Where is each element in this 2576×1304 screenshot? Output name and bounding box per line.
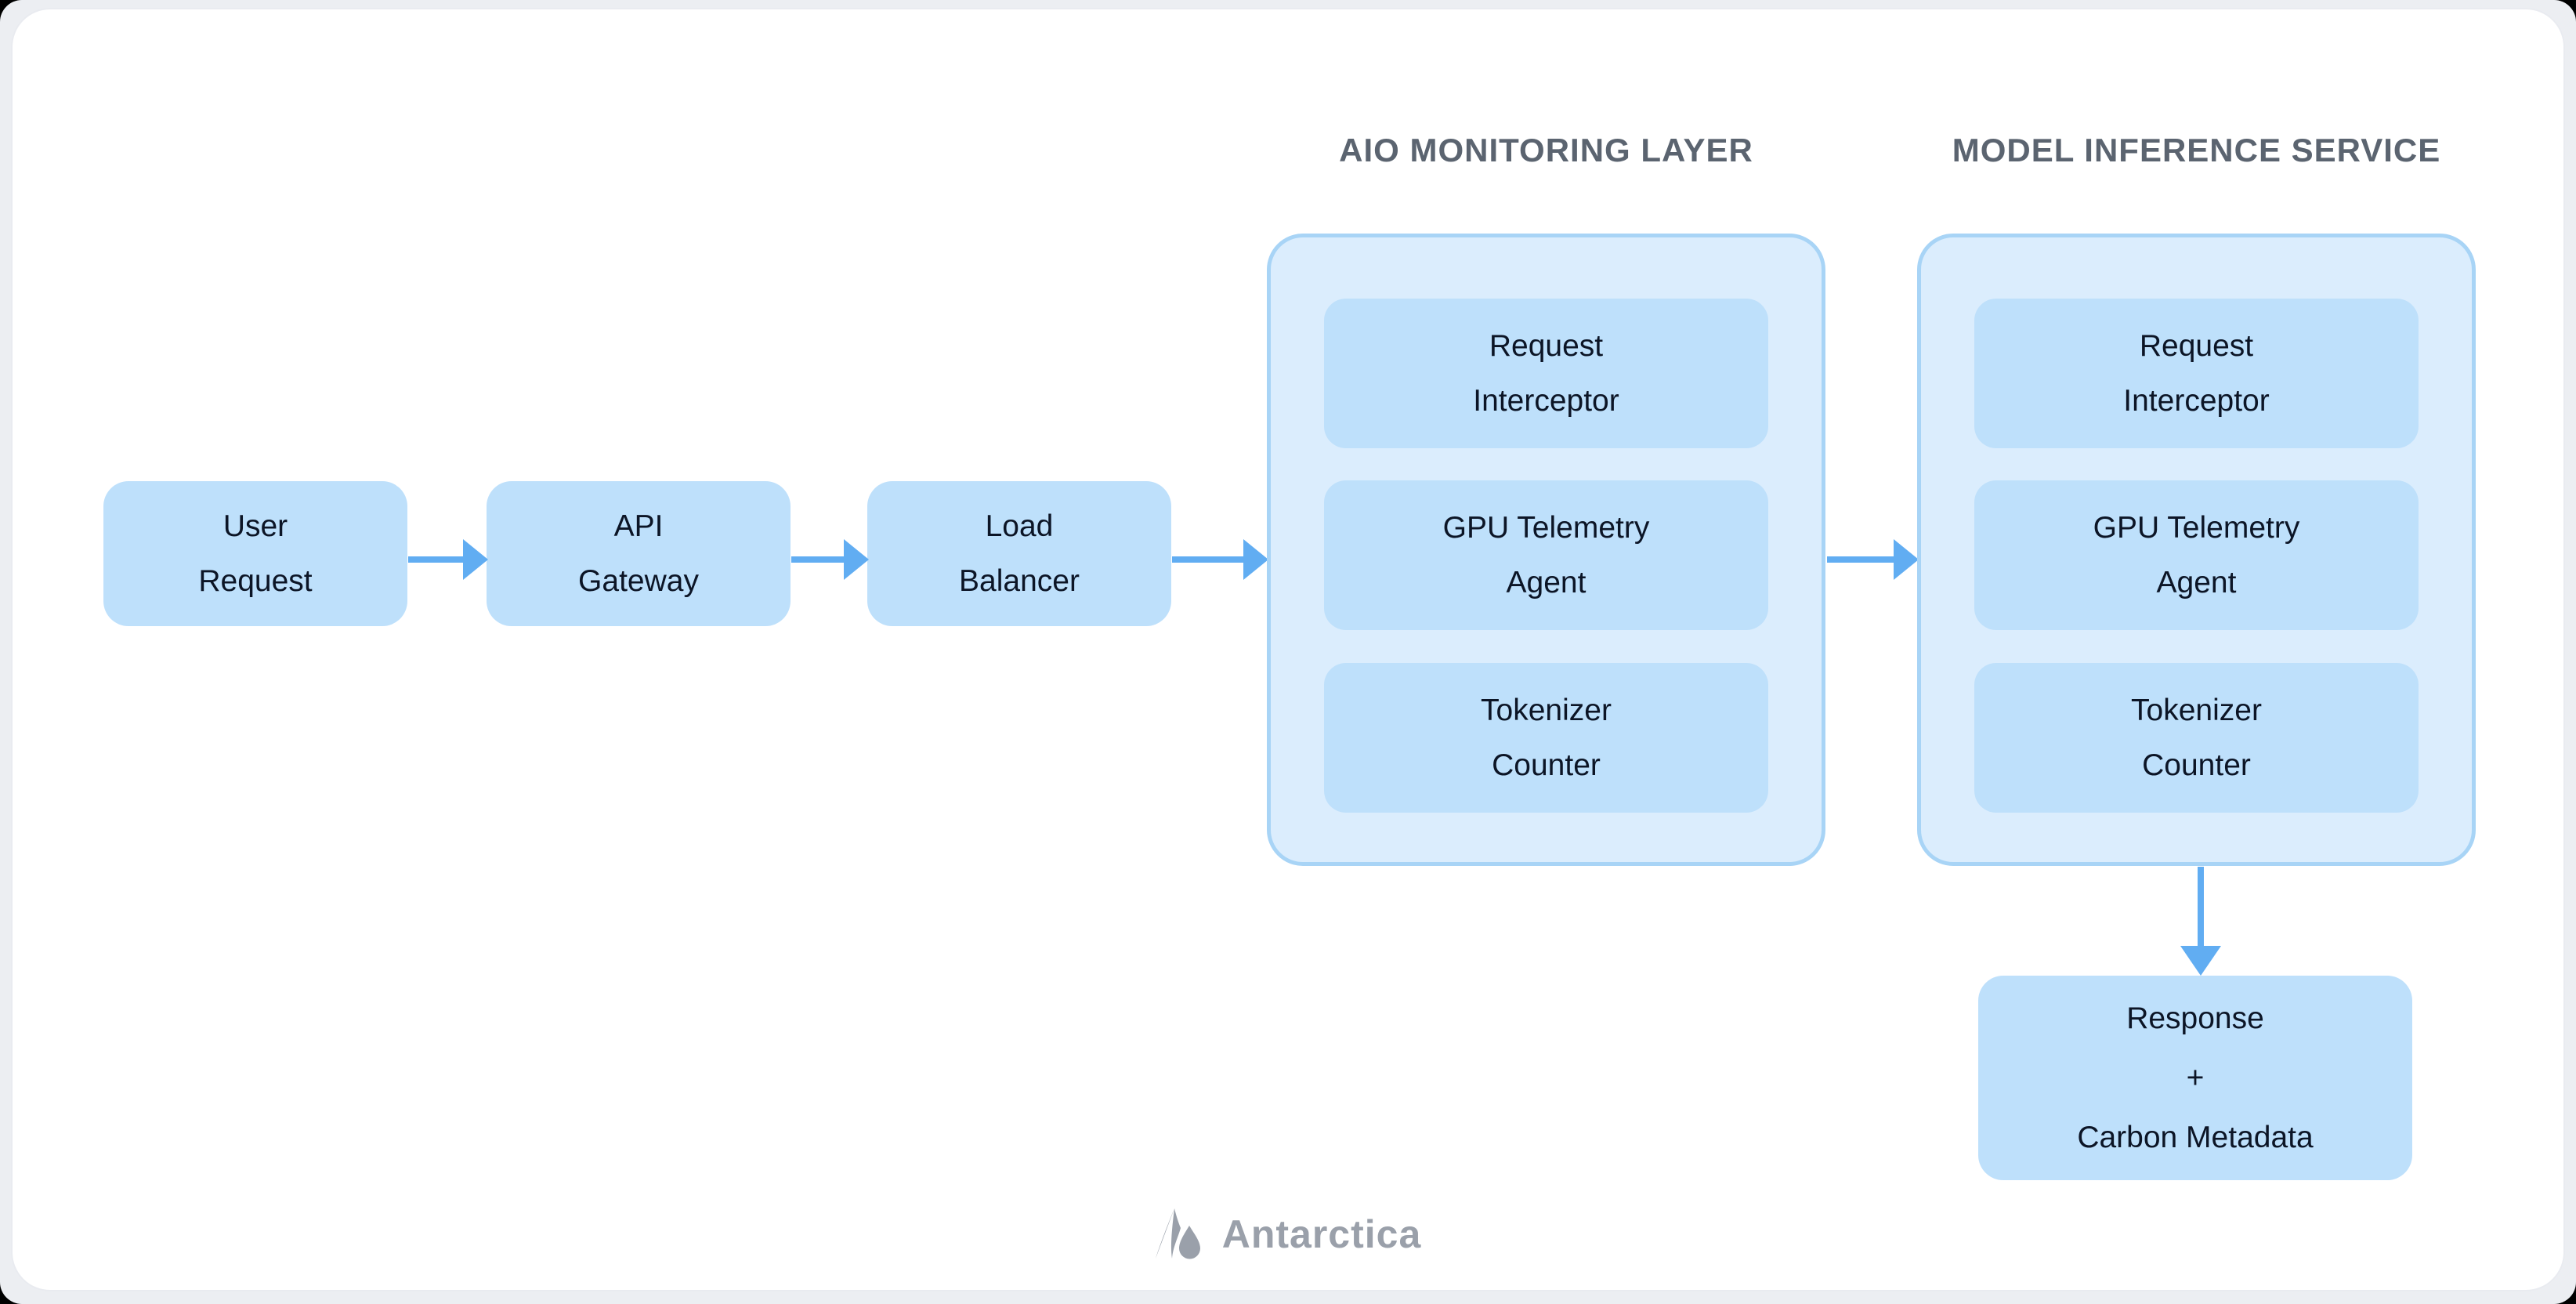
node-user-request: User Request xyxy=(103,481,407,626)
diagram-card: AIO MONITORING LAYER MODEL INFERENCE SER… xyxy=(11,8,2565,1291)
arrow-right-icon xyxy=(791,536,869,583)
arrow-head xyxy=(844,539,869,580)
group-title-aio-monitoring-layer: AIO MONITORING LAYER xyxy=(1339,132,1753,168)
arrow-shaft xyxy=(2198,867,2204,949)
arrow-right-icon xyxy=(1172,536,1268,583)
node-label-line: Request xyxy=(198,563,313,598)
brand-footer: Antarctica xyxy=(13,1199,2563,1270)
arrow-head xyxy=(1243,539,1268,580)
node-tokenizer-counter: Tokenizer Counter xyxy=(1974,663,2419,813)
node-label-line: Carbon Metadata xyxy=(2077,1120,2314,1154)
arrow-shaft xyxy=(1172,556,1250,563)
node-label-line: Interceptor xyxy=(2123,383,2270,418)
arrow-right-icon xyxy=(1827,536,1919,583)
node-label-line: Request xyxy=(2139,328,2254,363)
node-label-line: Interceptor xyxy=(1473,383,1619,418)
node-label-line: API xyxy=(613,509,664,543)
node-label-line: + xyxy=(2186,1060,2205,1095)
group-aio-monitoring-layer: Request Interceptor GPU Telemetry Agent … xyxy=(1267,234,1825,866)
arrow-head xyxy=(2180,946,2221,976)
node-load-balancer: Load Balancer xyxy=(867,481,1171,626)
node-api-gateway: API Gateway xyxy=(487,481,791,626)
node-label-line: Balancer xyxy=(959,563,1080,598)
group-title-model-inference-service: MODEL INFERENCE SERVICE xyxy=(1952,132,2441,168)
node-label-line: GPU Telemetry xyxy=(1442,510,1650,545)
node-label-line: Gateway xyxy=(578,563,699,598)
arrow-shaft xyxy=(1827,556,1900,563)
node-label-line: GPU Telemetry xyxy=(2093,510,2300,545)
node-label-line: Response xyxy=(2126,1001,2264,1035)
node-label-line: Agent xyxy=(1506,565,1586,599)
node-gpu-telemetry-agent: GPU Telemetry Agent xyxy=(1324,480,1768,630)
node-label-line: Tokenizer xyxy=(1481,693,1612,727)
node-tokenizer-counter: Tokenizer Counter xyxy=(1324,663,1768,813)
arrow-down-icon xyxy=(2177,867,2224,976)
node-label-line: User xyxy=(223,509,288,543)
node-request-interceptor: Request Interceptor xyxy=(1974,299,2419,448)
brand-name: Antarctica xyxy=(1221,1212,1422,1256)
node-label-line: Tokenizer xyxy=(2131,693,2262,727)
node-label-line: Counter xyxy=(1492,748,1601,782)
node-label-line: Agent xyxy=(2156,565,2237,599)
group-model-inference-service: Request Interceptor GPU Telemetry Agent … xyxy=(1917,234,2476,866)
node-response-carbon-metadata: Response + Carbon Metadata xyxy=(1978,976,2412,1180)
arrow-head xyxy=(1894,539,1919,580)
node-gpu-telemetry-agent: GPU Telemetry Agent xyxy=(1974,480,2419,630)
arrow-head xyxy=(463,539,488,580)
antarctica-logo-icon xyxy=(1155,1208,1200,1259)
arrow-shaft xyxy=(408,556,469,563)
node-label-line: Counter xyxy=(2142,748,2251,782)
arrow-right-icon xyxy=(408,536,488,583)
node-label-line: Load xyxy=(985,509,1054,543)
node-request-interceptor: Request Interceptor xyxy=(1324,299,1768,448)
node-label-line: Request xyxy=(1489,328,1604,363)
arrow-shaft xyxy=(791,556,850,563)
